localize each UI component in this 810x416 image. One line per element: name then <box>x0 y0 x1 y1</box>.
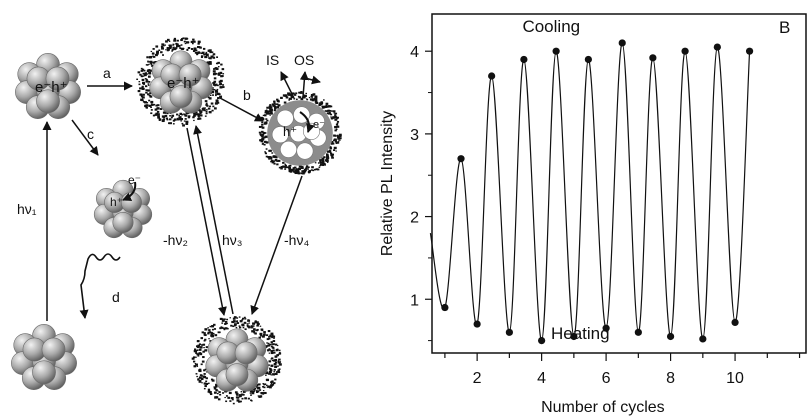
nanocrystal-excited <box>15 53 81 119</box>
nanocrystal-coated-excited <box>136 37 225 127</box>
data-point <box>634 328 642 336</box>
label-e-trapped: e⁻ <box>313 119 325 131</box>
y-tick-label: 4 <box>410 44 419 61</box>
label-eh-excited: e⁻h⁺ <box>35 79 68 96</box>
x-tick-label: 2 <box>473 370 482 387</box>
x-tick-label: 4 <box>537 370 546 387</box>
label-is: IS <box>266 52 279 68</box>
data-point <box>649 54 657 62</box>
data-point <box>745 47 754 55</box>
label-os: OS <box>294 52 314 68</box>
annotation-heating: Heating <box>551 324 610 343</box>
label-e-small: e⁻ <box>128 173 141 187</box>
x-tick-label: 8 <box>666 370 675 387</box>
data-point <box>731 318 739 327</box>
arrow-os-right <box>304 75 321 85</box>
y-tick-label: 2 <box>410 210 419 227</box>
label-b: b <box>243 87 251 103</box>
arrow-hv3 <box>193 125 234 315</box>
nanocrystal-porous-shell <box>258 91 342 175</box>
arrow-hv2 <box>186 127 227 316</box>
electron-transfer-arrow <box>122 181 137 201</box>
x-tick-label: 6 <box>602 370 611 387</box>
plot-frame <box>431 13 807 354</box>
data-point <box>505 328 513 336</box>
label-hv4: -hν₄ <box>284 232 309 248</box>
data-point <box>552 47 560 55</box>
label-hv1: hν₁ <box>17 201 37 217</box>
label-h-small: h⁺ <box>110 195 123 209</box>
data-point <box>441 303 449 312</box>
data-point <box>699 335 707 343</box>
label-hv2: -hν₂ <box>163 232 188 248</box>
x-axis-title: Number of cycles <box>541 399 665 416</box>
data-point <box>457 155 465 163</box>
label-d: d <box>112 289 120 305</box>
label-a: a <box>103 65 111 81</box>
data-point <box>713 43 721 51</box>
y-tick-label: 1 <box>410 292 419 309</box>
data-points <box>441 39 754 345</box>
panel-label: B <box>779 18 790 37</box>
data-point <box>570 332 578 341</box>
label-eh-coated: e⁻h⁺ <box>167 75 200 92</box>
reaction-scheme: e⁻h⁺ e⁻h⁺ a b c d hν₁ -hν₂ hν₃ -hν₄ IS O… <box>11 37 342 405</box>
y-tick-label: 3 <box>410 127 419 144</box>
arrow-is <box>280 71 295 99</box>
arrow-hv4 <box>250 175 303 315</box>
arrow-os <box>299 71 309 98</box>
data-point <box>473 320 481 328</box>
annotation-cooling: Cooling <box>522 17 580 36</box>
hole-trap-arrow <box>299 111 315 133</box>
label-c: c <box>87 126 94 142</box>
series-line <box>429 42 751 342</box>
nanocrystal-trapped <box>93 179 153 239</box>
nanocrystal-coated-ground <box>191 316 282 405</box>
label-hv3: hν₃ <box>222 232 243 248</box>
data-point <box>538 336 546 345</box>
data-point <box>618 39 626 47</box>
arrow-c <box>71 119 99 156</box>
data-point <box>602 324 610 332</box>
data-point <box>666 332 675 341</box>
data-point <box>488 72 496 80</box>
data-point <box>520 55 528 64</box>
arrow-b <box>219 97 264 122</box>
data-point <box>584 55 592 64</box>
x-tick-label: 10 <box>726 370 744 387</box>
arrow-d-wavy <box>79 253 121 319</box>
nanocrystal-ground <box>11 324 77 390</box>
label-h-trapped: h⁺ <box>283 124 297 139</box>
y-axis-title: Relative PL Intensity <box>379 111 396 256</box>
data-point <box>681 47 689 55</box>
